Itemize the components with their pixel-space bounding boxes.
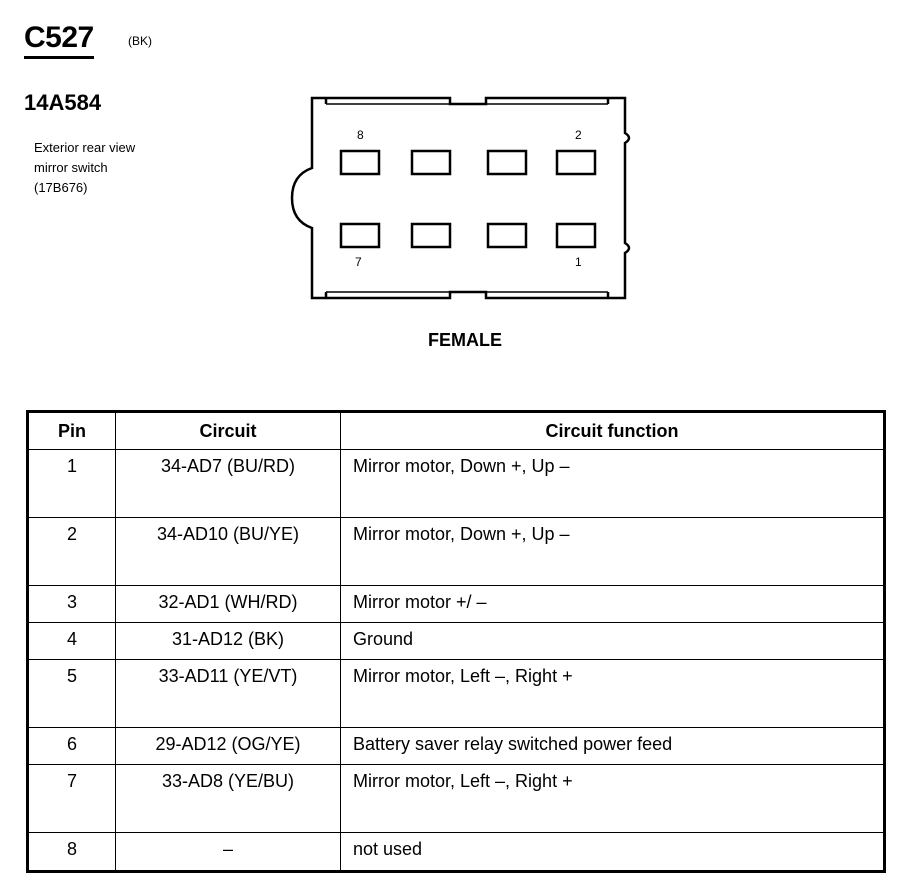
table-row: 5 33-AD11 (YE/VT) Mirror motor, Left –, … [27,659,885,728]
circuit-code: 29-AD12 (OG/YE) [115,727,341,765]
circuit-function: Mirror motor +/ – [340,585,885,623]
pin-label-8: 8 [357,128,364,142]
circuit-function: Ground [340,622,885,660]
table-row: 2 34-AD10 (BU/YE) Mirror motor, Down +, … [27,517,885,586]
circuit-function: not used [340,832,885,872]
pin-cavity-5 [410,222,452,249]
connector-gender-label: FEMALE [428,330,502,350]
connector-face-diagram: 8 2 7 1 [290,96,631,300]
description-line: Exterior rear view [34,140,136,155]
connector-description: Exterior rear view mirror switch (17B676… [34,138,214,198]
table-row: 6 29-AD12 (OG/YE) Battery saver relay sw… [27,727,885,765]
pin-cavity-8 [339,149,381,176]
circuit-code: 34-AD10 (BU/YE) [115,517,341,586]
circuit-function: Battery saver relay switched power feed [340,727,885,765]
pin-cavity-6 [410,149,452,176]
table-row: 8 – not used [27,832,885,872]
pin-number: 5 [27,659,116,728]
pin-number: 2 [27,517,116,586]
pin-column-header: Pin [27,411,116,450]
circuit-function: Mirror motor, Down +, Up – [340,449,885,518]
circuit-code: 33-AD8 (YE/BU) [115,764,341,833]
part-number: 14A584 [24,90,102,115]
pin-number: 4 [27,622,116,660]
description-line: (17B676) [34,180,88,195]
pin-cavity-4 [486,149,528,176]
circuit-code: 34-AD7 (BU/RD) [115,449,341,518]
circuit-function: Mirror motor, Left –, Right + [340,659,885,728]
housing-outline [290,96,631,300]
pin-number: 3 [27,585,116,623]
circuit-code: 32-AD1 (WH/RD) [115,585,341,623]
connector-color: (BK) [128,34,152,48]
pin-number: 8 [27,832,116,872]
circuit-function: Mirror motor, Left –, Right + [340,764,885,833]
description-line: mirror switch [34,160,108,175]
circuit-code: 33-AD11 (YE/VT) [115,659,341,728]
pin-cavity-1 [555,222,597,249]
table-row: 4 31-AD12 (BK) Ground [27,622,885,660]
pin-number: 1 [27,449,116,518]
circuit-code: – [115,832,341,872]
circuit-function: Mirror motor, Down +, Up – [340,517,885,586]
table-row: 7 33-AD8 (YE/BU) Mirror motor, Left –, R… [27,764,885,833]
pinout-table: Pin Circuit Circuit function 1 34-AD7 (B… [26,410,886,873]
connector-id: C527 [24,22,94,59]
table-row: 1 34-AD7 (BU/RD) Mirror motor, Down +, U… [27,449,885,518]
pin-label-1: 1 [575,255,582,269]
pin-label-2: 2 [575,128,582,142]
pin-cavity-3 [486,222,528,249]
function-column-header: Circuit function [340,411,885,450]
table-header-row: Pin Circuit Circuit function [27,411,885,450]
pin-number: 6 [27,727,116,765]
pin-cavity-2 [555,149,597,176]
pin-cavity-7 [339,222,381,249]
table-row: 3 32-AD1 (WH/RD) Mirror motor +/ – [27,585,885,623]
pin-number: 7 [27,764,116,833]
circuit-column-header: Circuit [115,411,341,450]
circuit-code: 31-AD12 (BK) [115,622,341,660]
pin-label-7: 7 [355,255,362,269]
